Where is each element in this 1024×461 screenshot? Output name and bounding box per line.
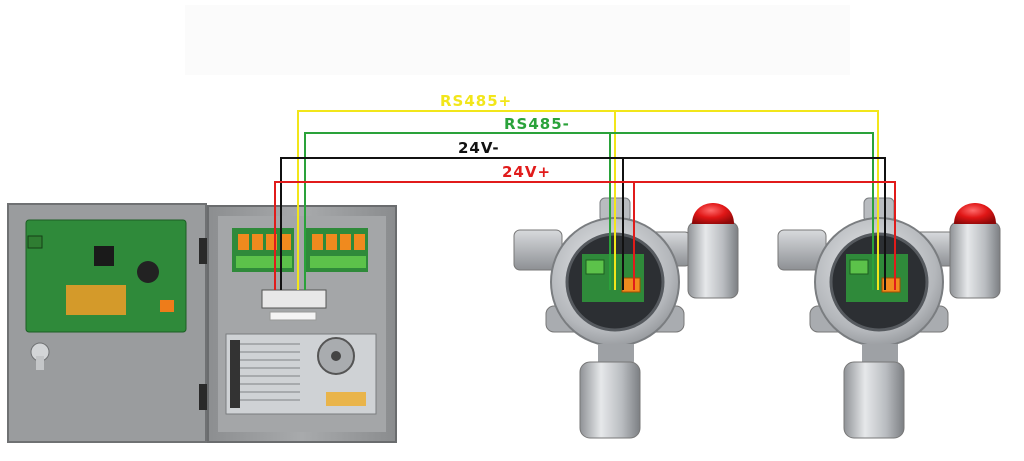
wire-24v-minus	[280, 157, 886, 290]
detector-2-sensor	[843, 361, 905, 439]
detector-1-lamp-dome	[692, 203, 734, 224]
wire-rs485-minus	[304, 132, 874, 290]
detector-2-lamp-dome	[954, 203, 996, 224]
wire-rs485-plus	[297, 110, 879, 290]
green-terminals	[236, 256, 366, 268]
hinge-top	[199, 238, 209, 264]
detector-2-lamp-base	[949, 221, 1001, 299]
gas-detector-1	[513, 197, 739, 439]
label-rs485-minus: RS485-	[504, 115, 570, 133]
detector-2-green-terminal	[849, 259, 869, 275]
detector-1-orange-terminal	[621, 277, 641, 293]
terminal-label	[269, 311, 317, 321]
gas-detector-2	[777, 197, 1001, 439]
psu-vents	[240, 343, 300, 401]
door-lock-handle	[36, 356, 44, 370]
terminal-strip	[261, 289, 327, 309]
detector-1-lamp-base	[687, 221, 739, 299]
wire-24v-plus	[274, 181, 896, 290]
pcb-buzzer	[137, 261, 159, 283]
door-pcb	[25, 219, 187, 333]
label-rs485-plus: RS485+	[440, 92, 512, 110]
label-24v-plus: 24V+	[502, 163, 551, 181]
header-strip	[185, 5, 850, 75]
relays	[238, 234, 365, 250]
psu-terminal-block	[230, 340, 240, 408]
detector-1-neck	[598, 344, 634, 362]
psu-label	[326, 392, 366, 406]
detector-1-sensor	[579, 361, 641, 439]
pcb-display-ribbon	[66, 285, 126, 315]
hinge-bottom	[199, 384, 209, 410]
psu-fan-hub	[331, 351, 341, 361]
label-24v-minus: 24V-	[458, 139, 500, 157]
detector-1-green-terminal	[585, 259, 605, 275]
detector-2-neck	[862, 344, 898, 362]
pcb-orange-block	[160, 300, 174, 312]
wires	[274, 110, 896, 290]
pcb-terminal	[27, 235, 43, 249]
controller-cabinet	[7, 203, 397, 443]
pcb-chip	[94, 246, 114, 266]
